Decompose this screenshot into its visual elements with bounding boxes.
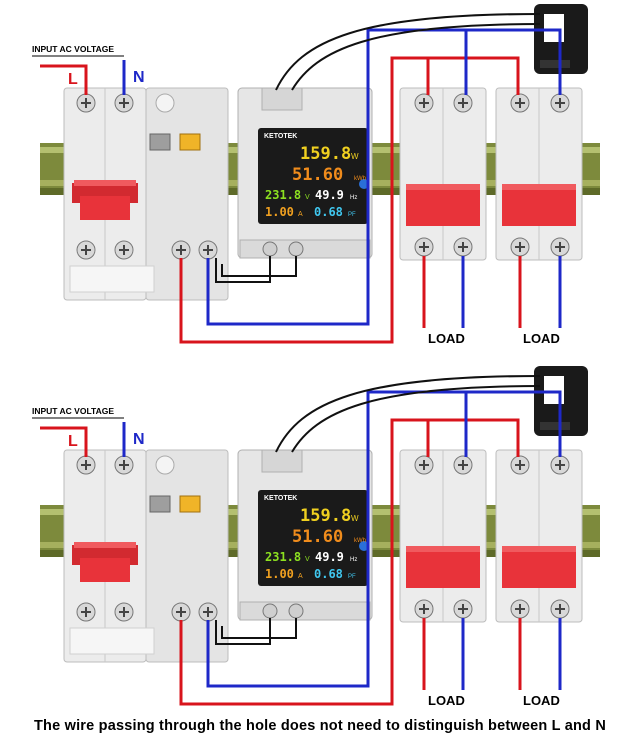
meter-voltage-value: 231.8 <box>265 188 301 202</box>
meter-display: KETOTEK 159.8 W 51.60 kWh 231.8 V 49.9 H… <box>264 133 366 219</box>
wires <box>40 375 562 706</box>
meter-voltage-unit: V <box>305 194 310 201</box>
load-breaker-1 <box>399 449 487 623</box>
load-label-2: LOAD <box>523 693 560 708</box>
meter-pf-value: 0.68 <box>314 205 343 219</box>
output-neutral-branch <box>466 28 562 95</box>
input-voltage-label: INPUT AC VOLTAGE <box>32 44 114 54</box>
meter-frequency-unit: Hz <box>350 195 357 201</box>
meter-pf-value: 0.68 <box>314 567 343 581</box>
wiring-diagram-2: KETOTEK 159.8 W 51.60 kWh 231.8 V 49.9 H… <box>0 362 640 724</box>
line-label: L <box>68 433 78 450</box>
input-line-wire <box>40 426 88 457</box>
load-label-2: LOAD <box>523 331 560 346</box>
meter-energy-value: 51.60 <box>292 527 343 547</box>
output-neutral-wire <box>206 390 468 688</box>
load-label-1: LOAD <box>428 331 465 346</box>
output-line-wire <box>179 56 430 344</box>
meter-pf-unit: PF <box>348 574 356 580</box>
meter-frequency-unit: Hz <box>350 557 357 563</box>
ct-lead-wire <box>275 13 541 91</box>
meter-power-wire-2 <box>221 618 297 639</box>
load-label-1: LOAD <box>428 693 465 708</box>
input-line-wire <box>40 64 88 95</box>
energy-meter <box>237 87 373 259</box>
input-voltage-label: INPUT AC VOLTAGE <box>32 406 114 416</box>
line-label: L <box>68 71 78 88</box>
main-breaker <box>63 449 229 663</box>
wires <box>40 13 562 344</box>
meter-energy-unit: kWh <box>354 176 366 182</box>
wiring-diagram-1: KETOTEK 159.8 W 51.60 kWh 231.8 V 49.9 H… <box>0 0 640 362</box>
output-neutral-branch <box>466 390 562 457</box>
meter-voltage-unit: V <box>305 556 310 563</box>
output-line-branch <box>428 56 520 95</box>
ct-lead-wire-2 <box>291 23 541 91</box>
output-line-wire <box>179 418 430 706</box>
ct-lead-wire-2 <box>291 385 541 453</box>
meter-power-unit: W <box>351 514 359 523</box>
output-neutral-wire <box>206 28 468 326</box>
load-breaker-2 <box>495 449 583 623</box>
meter-current-unit: A <box>298 211 303 218</box>
meter-power-unit: W <box>351 152 359 161</box>
meter-current-value: 1.00 <box>265 205 294 219</box>
meter-energy-value: 51.60 <box>292 165 343 185</box>
wiring-diagram-svg: KETOTEK 159.8 W 51.60 kWh 231.8 V 49.9 H… <box>32 366 600 708</box>
load-breaker-2 <box>495 87 583 261</box>
meter-frequency-value: 49.9 <box>315 550 344 564</box>
energy-meter <box>237 449 373 621</box>
meter-brand: KETOTEK <box>264 495 297 502</box>
ct-lead-wire <box>275 375 541 453</box>
meter-power-wire <box>215 618 271 645</box>
load-breaker-1 <box>399 87 487 261</box>
meter-power-wire <box>215 256 271 283</box>
meter-energy-unit: kWh <box>354 538 366 544</box>
main-breaker <box>63 87 229 301</box>
meter-current-value: 1.00 <box>265 567 294 581</box>
output-line-branch <box>428 418 520 457</box>
meter-current-unit: A <box>298 573 303 580</box>
neutral-label: N <box>133 69 145 86</box>
meter-display: KETOTEK 159.8 W 51.60 kWh 231.8 V 49.9 H… <box>264 495 366 581</box>
meter-power-value: 159.8 <box>300 506 351 526</box>
meter-power-wire-2 <box>221 256 297 277</box>
neutral-label: N <box>133 431 145 448</box>
meter-pf-unit: PF <box>348 212 356 218</box>
meter-frequency-value: 49.9 <box>315 188 344 202</box>
wiring-diagram-svg: KETOTEK 159.8 W 51.60 kWh 231.8 V 49.9 H… <box>32 4 600 346</box>
meter-voltage-value: 231.8 <box>265 550 301 564</box>
meter-brand: KETOTEK <box>264 133 297 140</box>
meter-power-value: 159.8 <box>300 144 351 164</box>
caption: The wire passing through the hole does n… <box>33 718 606 734</box>
